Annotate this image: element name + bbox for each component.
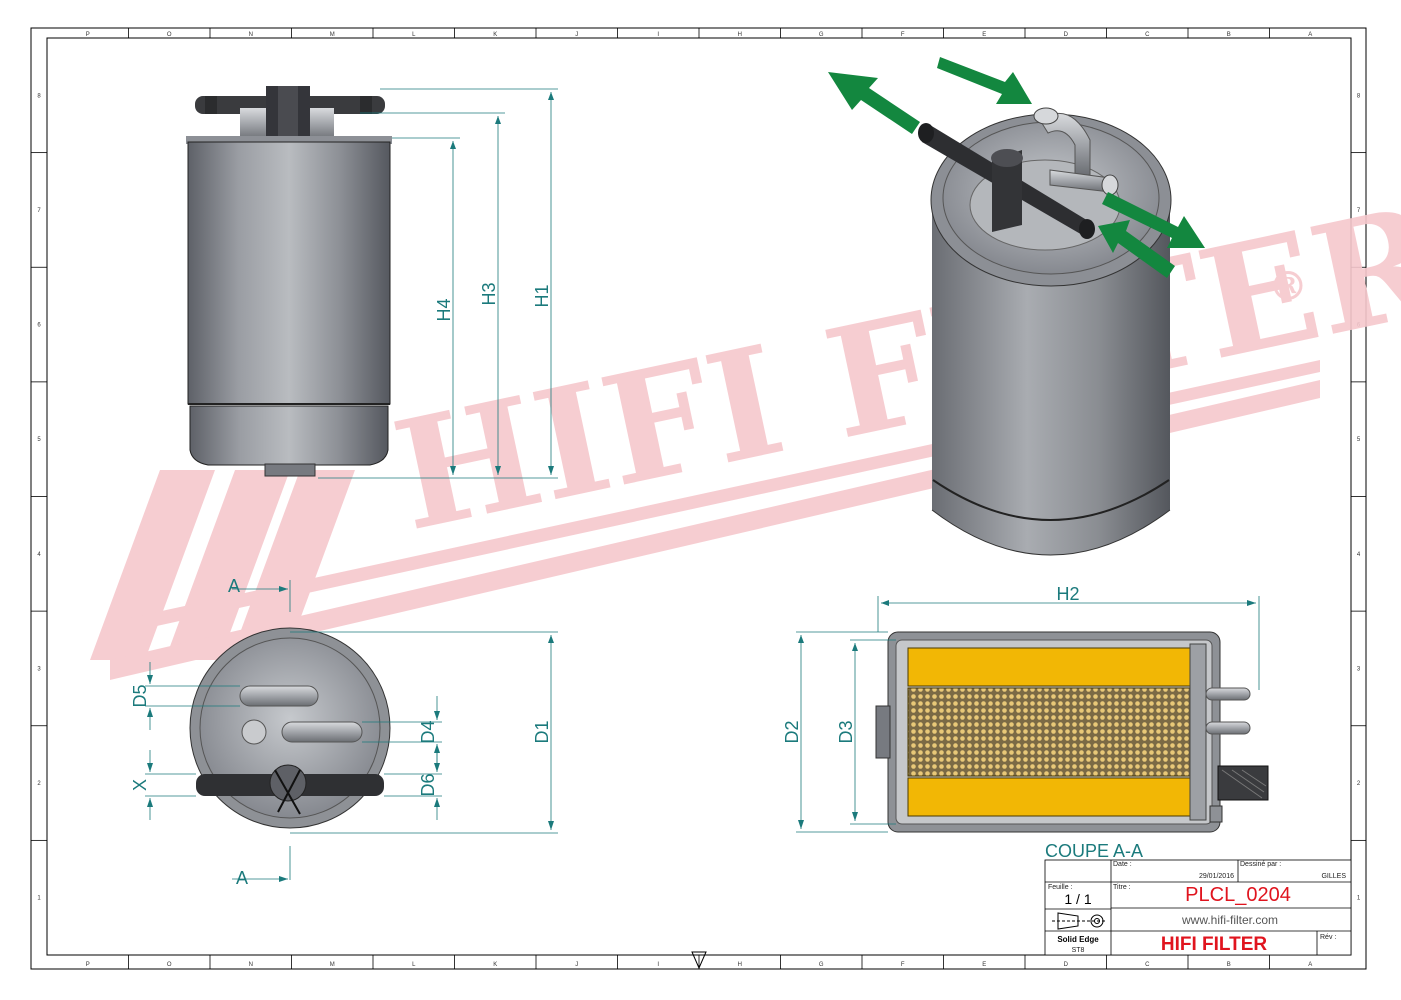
zone-label-right: 2 — [1357, 781, 1361, 787]
zone-label-bottom: H — [738, 962, 742, 968]
tb-software-version: ST8 — [1072, 947, 1085, 954]
zone-label-bottom: F — [901, 962, 905, 968]
tb-drawn-by-label: Dessiné par : — [1240, 861, 1281, 868]
top-view-dimensions — [145, 580, 558, 882]
zone-label-top: E — [982, 32, 986, 38]
zone-label-left: 6 — [37, 323, 41, 329]
zone-label-top: B — [1227, 32, 1231, 38]
zone-label-bottom: M — [330, 962, 335, 968]
dim-d6: D6 — [418, 773, 438, 796]
zone-label-top: J — [575, 32, 578, 38]
dim-d3: D3 — [836, 720, 856, 743]
section-view — [875, 631, 1269, 833]
zone-label-right: 7 — [1357, 208, 1361, 214]
dim-h3: H3 — [479, 282, 499, 305]
zone-label-left: 3 — [37, 666, 41, 672]
zone-label-bottom: K — [493, 962, 497, 968]
zone-label-left: 1 — [37, 896, 41, 902]
zone-label-top: A — [1308, 32, 1312, 38]
dim-h1: H1 — [532, 284, 552, 307]
tb-date-value: 29/01/2016 — [1199, 873, 1234, 880]
front-view-dimensions — [318, 88, 558, 479]
tb-company: HIFI FILTER — [1161, 934, 1268, 955]
zone-label-right: 8 — [1357, 93, 1361, 99]
tb-rev-label: Rév : — [1320, 934, 1336, 941]
zone-label-left: 7 — [37, 208, 41, 214]
zone-label-bottom: D — [1064, 962, 1069, 968]
tb-part-number: PLCL_0204 — [1185, 884, 1291, 906]
zone-label-left: 2 — [37, 781, 41, 787]
zone-label-bottom: G — [819, 962, 824, 968]
zone-label-bottom: L — [412, 962, 416, 968]
center-mark-icon — [691, 951, 707, 970]
section-marker-top: A — [228, 576, 240, 596]
zone-label-top: M — [330, 32, 335, 38]
outer-border — [30, 27, 1367, 970]
tb-date-label: Date : — [1113, 861, 1132, 868]
zone-labels: P P O O N N M M L L K K J J I I H H G G F F E E D D C C B B A A 8 8 7 7 6 6 5 5… — [37, 32, 1361, 968]
zone-label-top: L — [412, 32, 416, 38]
zone-label-top: N — [249, 32, 253, 38]
tb-title-label: Titre : — [1113, 884, 1131, 891]
zone-label-left: 4 — [37, 552, 41, 558]
projection-symbol-icon — [1052, 912, 1106, 930]
tb-sheet-value: 1 / 1 — [1064, 891, 1091, 907]
front-view — [186, 86, 392, 477]
zone-label-right: 5 — [1357, 437, 1361, 443]
zone-label-right: 3 — [1357, 666, 1361, 672]
zone-label-top: H — [738, 32, 742, 38]
dim-h4: H4 — [434, 298, 454, 321]
zone-label-left: 5 — [37, 437, 41, 443]
tb-software: Solid Edge — [1057, 935, 1099, 944]
zone-label-bottom: P — [86, 962, 90, 968]
tb-website: www.hifi-filter.com — [1181, 913, 1278, 927]
section-view-dimensions — [796, 596, 1260, 833]
dim-d5: D5 — [130, 684, 150, 707]
zone-label-left: 8 — [37, 93, 41, 99]
dim-d1: D1 — [532, 720, 552, 743]
zone-label-top: G — [819, 32, 824, 38]
dim-d4: D4 — [418, 720, 438, 743]
title-block — [1044, 859, 1352, 956]
tb-drawn-by-value: GILLES — [1321, 873, 1346, 880]
dim-h2: H2 — [1056, 584, 1079, 604]
zone-label-bottom: A — [1308, 962, 1312, 968]
zone-label-top: I — [657, 32, 659, 38]
top-view — [189, 627, 391, 829]
zone-label-top: F — [901, 32, 905, 38]
zone-label-bottom: N — [249, 962, 253, 968]
zone-label-top: O — [167, 32, 172, 38]
dim-d2: D2 — [782, 720, 802, 743]
zone-label-right: 1 — [1357, 896, 1361, 902]
section-marker-bottom: A — [236, 868, 248, 888]
zone-label-right: 6 — [1357, 323, 1361, 329]
zone-label-bottom: C — [1145, 962, 1150, 968]
zone-label-top: C — [1145, 32, 1150, 38]
zone-label-bottom: B — [1227, 962, 1231, 968]
zone-ticks — [31, 28, 1366, 969]
zone-label-top: K — [493, 32, 497, 38]
isometric-view — [918, 107, 1172, 556]
zone-label-bottom: O — [167, 962, 172, 968]
flow-arrows — [828, 57, 1205, 278]
section-title: COUPE A-A — [1045, 841, 1143, 861]
dim-x: X — [130, 779, 150, 791]
zone-label-top: P — [86, 32, 90, 38]
zone-label-bottom: E — [982, 962, 986, 968]
zone-label-right: 4 — [1357, 552, 1361, 558]
watermark-registered: ® — [1268, 263, 1308, 310]
zone-label-bottom: I — [657, 962, 659, 968]
zone-label-top: D — [1064, 32, 1069, 38]
watermark-brand: HIFI FILTER — [381, 172, 1401, 565]
zone-label-bottom: J — [575, 962, 578, 968]
tb-sheet-label: Feuille : — [1048, 884, 1073, 891]
